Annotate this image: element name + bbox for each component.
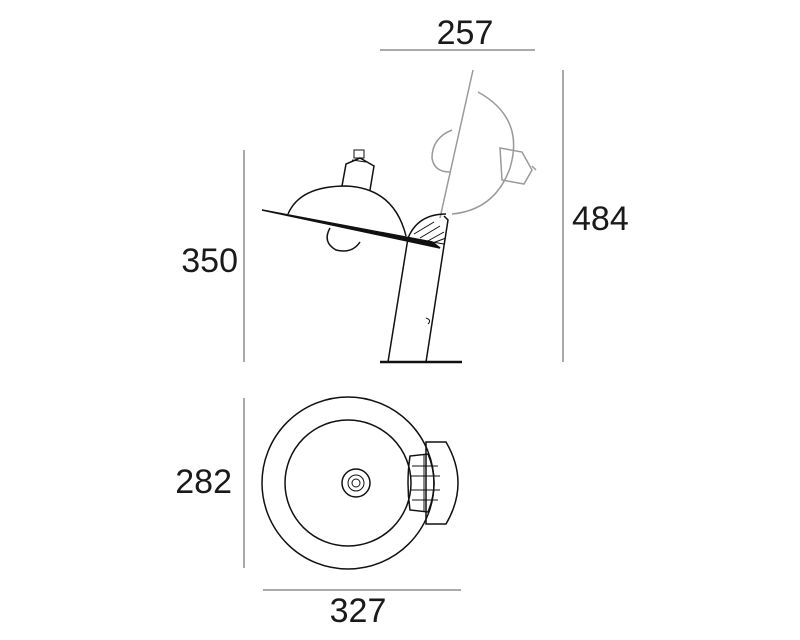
dim-label-top-width: 257: [437, 14, 494, 52]
dim-label-plan-width: 327: [330, 592, 387, 630]
lamp-plan-view: [261, 396, 459, 570]
dim-label-total-height: 484: [572, 200, 629, 238]
lamp-side-elevation: [261, 149, 462, 364]
dim-label-base-height: 350: [181, 242, 238, 280]
dim-label-plan-depth: 282: [175, 463, 232, 501]
lamp-ghost-raised-head: [431, 69, 537, 219]
